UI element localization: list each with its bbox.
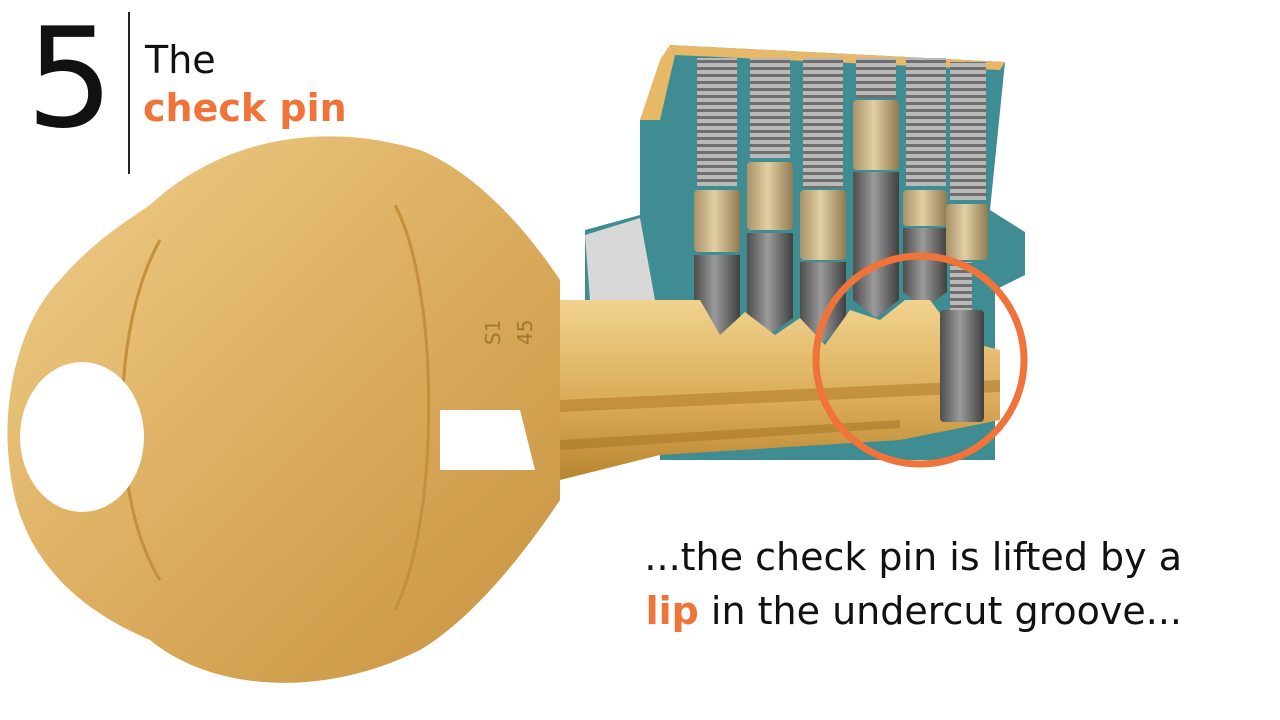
pin-stack-2 xyxy=(747,58,793,334)
caption-highlight: lip xyxy=(645,589,699,633)
step-divider xyxy=(128,12,130,174)
pin-stack-6 xyxy=(946,62,988,260)
title-line-1: The xyxy=(145,38,216,82)
title-line-2: check pin xyxy=(143,86,347,130)
brass-key xyxy=(7,136,1000,683)
caption-line-1: ...the check pin is lifted by a xyxy=(644,535,1182,579)
pin-stack-5 xyxy=(903,58,947,308)
check-pin xyxy=(940,262,984,422)
step-number: 5 xyxy=(26,0,114,159)
key-marking-s1: S1 xyxy=(481,320,505,345)
pin-stack-1 xyxy=(694,58,740,338)
pin-stack-3 xyxy=(800,58,846,342)
pin-stack-4 xyxy=(853,58,899,318)
key-bow-hole xyxy=(20,362,144,512)
caption-line-2: lip in the undercut groove... xyxy=(502,584,1182,638)
caption: ...the check pin is lifted by a lip in t… xyxy=(502,530,1182,638)
key-marking-45: 45 xyxy=(513,320,537,345)
caption-line-2-rest: in the undercut groove... xyxy=(698,589,1182,633)
check-pin-highlight-circle xyxy=(812,252,1028,468)
